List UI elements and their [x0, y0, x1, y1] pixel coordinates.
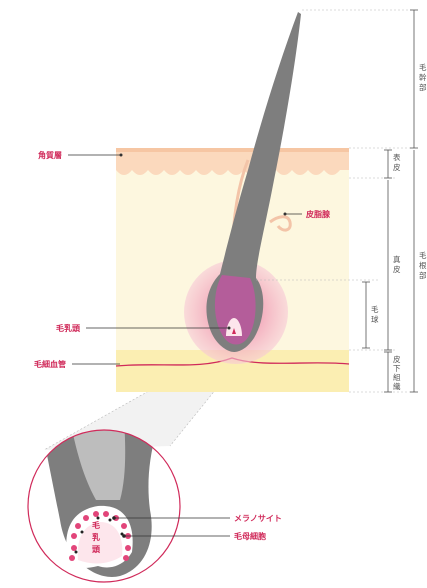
svg-text:表: 表: [393, 152, 401, 162]
bracket-hair-bulb: 毛 球: [362, 282, 379, 348]
sebaceous-gland-label: 皮脂腺: [305, 209, 331, 219]
inset-papilla-char-1: 毛: [92, 520, 100, 530]
svg-text:織: 織: [393, 381, 401, 391]
bracket-epidermis: 表 皮: [384, 150, 401, 178]
dermal-papilla-dot: [228, 327, 231, 330]
inset-papilla-char-2: 乳: [92, 532, 100, 542]
bracket-hair-shaft: 毛 幹 部: [410, 10, 427, 148]
dermal-papilla-label: 毛乳頭: [56, 323, 81, 333]
melanocyte-label: メラノサイト: [234, 514, 282, 523]
svg-text:皮: 皮: [393, 162, 401, 172]
stratum-corneum: [116, 148, 349, 152]
inset-papilla-char-3: 頭: [92, 545, 101, 554]
svg-text:幹: 幹: [419, 72, 427, 82]
svg-text:皮: 皮: [393, 354, 401, 364]
svg-text:真: 真: [393, 254, 401, 264]
svg-text:組: 組: [393, 372, 401, 382]
svg-text:部: 部: [419, 82, 427, 92]
svg-text:部: 部: [419, 270, 427, 280]
svg-text:毛: 毛: [371, 304, 379, 314]
stratum-corneum-label: 角質層: [38, 150, 62, 160]
bracket-subcutaneous: 皮 下 組 織: [384, 352, 401, 392]
svg-text:下: 下: [393, 364, 401, 373]
svg-text:球: 球: [371, 314, 379, 324]
matrix-cell-label: 毛母細胞: [234, 531, 266, 541]
bracket-hair-root: 毛 根 部: [410, 150, 427, 392]
bracket-dermis: 真 皮: [384, 180, 401, 350]
svg-text:毛: 毛: [419, 250, 427, 260]
svg-text:根: 根: [419, 260, 427, 270]
svg-text:毛: 毛: [419, 62, 427, 72]
svg-text:皮: 皮: [393, 264, 401, 274]
capillary-label: 毛細血管: [34, 359, 66, 369]
stratum-corneum-dot: [120, 154, 123, 157]
